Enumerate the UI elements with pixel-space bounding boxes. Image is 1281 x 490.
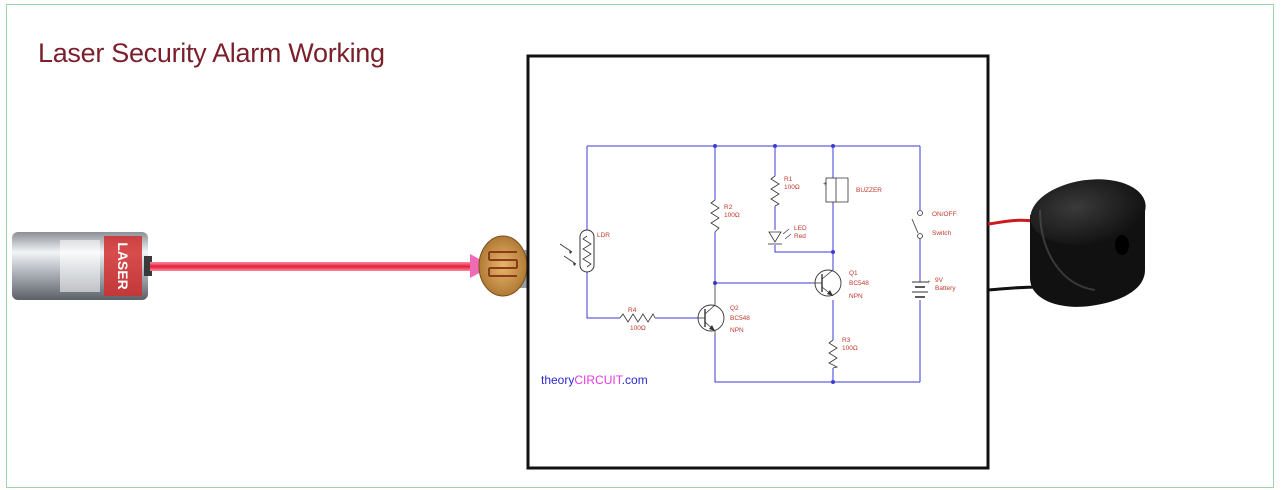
q1-transistor — [813, 269, 842, 297]
laser-pointer: LASER — [12, 232, 152, 300]
q2-model: BC548 — [730, 315, 750, 322]
ldr-body — [478, 235, 528, 297]
buzzer-symbol: + — [823, 177, 849, 203]
buzzer-hole — [1115, 235, 1129, 255]
buzzer-highlight — [1039, 209, 1096, 291]
brand-suffix: .com — [622, 373, 648, 387]
led-name: LED — [794, 225, 807, 232]
r2-name: R2 — [724, 204, 733, 211]
switch-name: ON/OFF — [932, 211, 957, 218]
svg-text:+: + — [927, 280, 931, 286]
r4-resistor — [619, 313, 656, 323]
buzzer-photo — [1030, 179, 1146, 307]
r1-name: R1 — [784, 176, 793, 183]
q1-model: BC548 — [849, 280, 869, 287]
battery-value: Battery — [935, 285, 956, 292]
led-symbol — [768, 228, 792, 245]
ldr-symbol — [559, 229, 595, 273]
laser-label-band — [104, 236, 142, 296]
r4-name: R4 — [628, 307, 637, 314]
r1-resistor — [770, 175, 780, 207]
q2-name: Q2 — [730, 305, 739, 312]
laser-beam — [150, 262, 478, 271]
svg-text:+: + — [823, 181, 827, 188]
brand-highlight: CIRCUIT — [574, 373, 623, 387]
q2-type: NPN — [730, 327, 744, 334]
page-frame — [6, 4, 1274, 488]
junction-dots — [713, 144, 835, 384]
ldr-label: LDR — [597, 232, 610, 239]
q1-name: Q1 — [849, 270, 858, 277]
r2-value: 100Ω — [724, 212, 740, 219]
q1-type: NPN — [849, 293, 863, 300]
led-value: Red — [794, 233, 806, 240]
r4-value: 100Ω — [630, 325, 646, 332]
ldr-track — [488, 251, 518, 277]
circuit-box — [526, 54, 990, 470]
circuit-wires — [586, 145, 921, 383]
laser-sticker — [60, 240, 100, 292]
brand-prefix: theory — [541, 373, 574, 387]
r3-resistor — [828, 339, 839, 369]
switch-value: Switch — [932, 230, 952, 237]
ldr-photo — [478, 235, 530, 297]
laser-aperture — [144, 256, 152, 276]
battery-symbol: + — [912, 280, 931, 298]
r3-name: R3 — [842, 337, 851, 344]
buzzer-label: BUZZER — [856, 187, 882, 194]
battery-name: 9V — [935, 277, 944, 284]
r3-value: 100Ω — [842, 345, 858, 352]
laser-label-text: LASER — [115, 242, 131, 289]
r2-resistor — [710, 199, 720, 233]
page-title: Laser Security Alarm Working — [38, 38, 385, 68]
switch-symbol — [911, 210, 923, 239]
brand-text: theoryCIRCUIT.com — [541, 373, 648, 387]
r1-value: 100Ω — [784, 184, 800, 191]
buzzer-top — [1030, 179, 1146, 245]
q2-transistor — [697, 283, 725, 336]
